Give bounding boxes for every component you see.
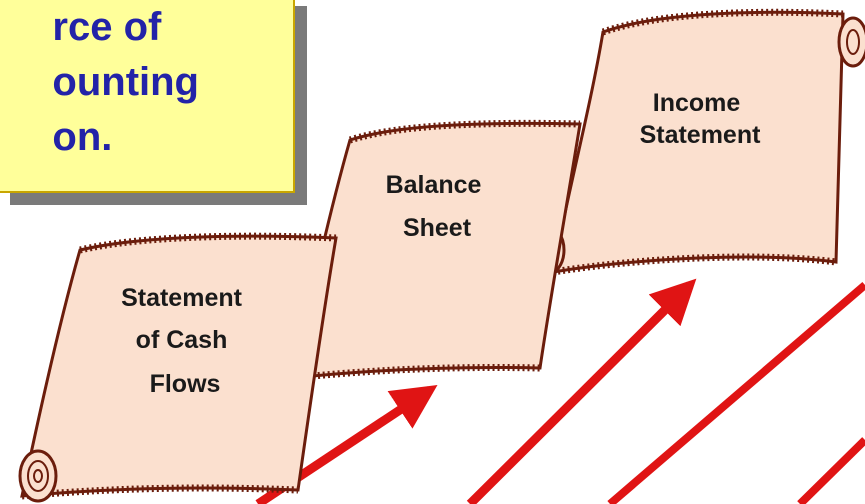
scroll-top-edge	[601, 8, 844, 36]
scroll-sheet	[20, 234, 338, 498]
scroll-income-statement: Income Statement	[526, 8, 865, 277]
scroll-label-line: Sheet	[403, 214, 472, 242]
callout-line-3: on.	[52, 115, 113, 159]
scroll-label: Income Statement	[640, 89, 762, 149]
scroll-statement-of-cash-flows: Statement of Cash Flows	[18, 232, 338, 503]
scroll-label: Statement of Cash Flows	[121, 284, 249, 398]
scroll-label: Balance Sheet	[386, 171, 489, 242]
callout-text: rce of ounting on.	[52, 0, 199, 165]
scroll-label-line: Income	[653, 89, 741, 117]
scroll-label-line: of Cash	[136, 326, 228, 354]
scroll-top-edge	[79, 232, 337, 254]
scroll-label-line: Statement	[640, 121, 762, 149]
scroll-label-line: Statement	[121, 284, 243, 312]
scroll-sheet	[291, 121, 582, 380]
arrow-long-right	[607, 281, 865, 504]
callout-line-1: rce of	[52, 5, 162, 49]
scroll-top-edge	[348, 119, 581, 144]
scroll-curl-icon	[18, 449, 58, 503]
scroll-bottom-edge	[552, 253, 837, 276]
arrow-to-income-statement	[466, 278, 697, 504]
scroll-top-roll-icon	[837, 16, 865, 68]
scroll-label-line: Balance	[386, 171, 482, 199]
scroll-label-line: Flows	[150, 370, 221, 398]
callout-box: rce of ounting on.	[0, 0, 295, 193]
callout-line-2: ounting	[52, 60, 199, 104]
arrow-short-right	[797, 437, 865, 504]
